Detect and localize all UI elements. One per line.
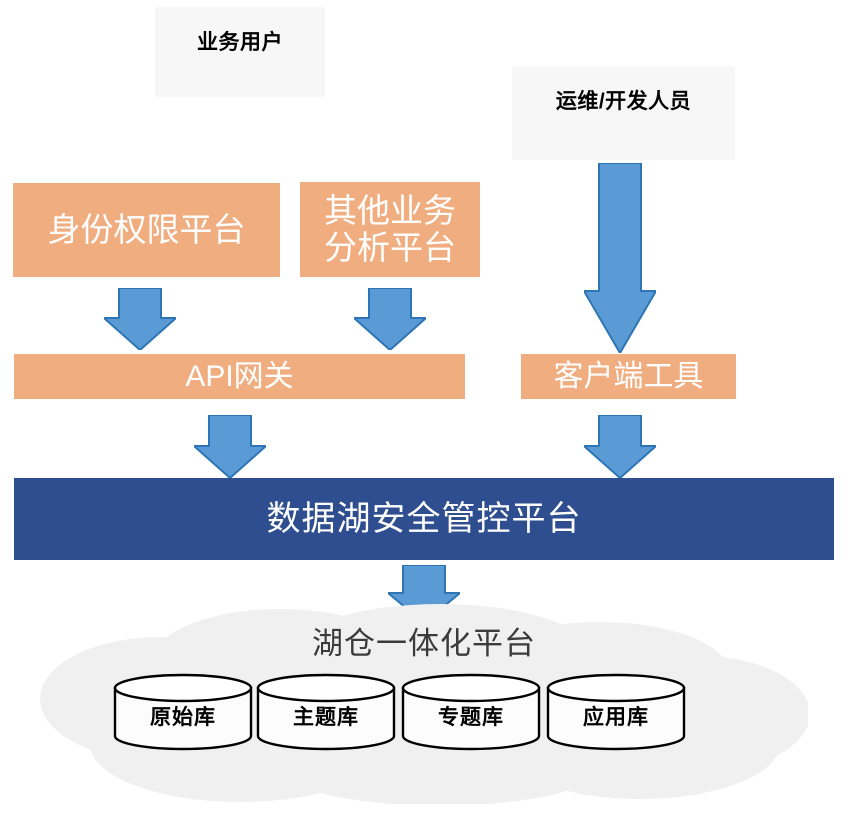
arrow-opsdev-to-client-tools [584, 163, 656, 353]
arrow-analytics-to-api-gateway [354, 288, 426, 350]
core-platform-label: 数据湖安全管控平台 [266, 499, 582, 538]
database-cylinder-topic: 专题库 [401, 673, 541, 751]
actor-label-ops-dev: 运维/开发人员 [555, 90, 692, 114]
platform-label-other-analytics-line2: 分析平台 [324, 228, 456, 266]
platform-box-other-analytics: 其他业务 分析平台 [300, 182, 480, 277]
platform-label-identity-permission: 身份权限平台 [47, 210, 246, 248]
database-label-raw: 原始库 [150, 706, 216, 729]
database-cylinder-application: 应用库 [546, 673, 686, 751]
database-label-topic: 专题库 [438, 706, 504, 729]
database-label-subject: 主题库 [293, 706, 359, 729]
gateway-box-api-gateway: API网关 [14, 354, 465, 399]
database-cylinder-subject: 主题库 [256, 673, 396, 751]
arrow-identity-to-api-gateway [104, 288, 176, 350]
arrow-client-tools-to-core-platform [584, 415, 656, 478]
gateway-label-client-tools: 客户端工具 [553, 359, 704, 393]
database-cylinder-raw: 原始库 [113, 673, 253, 751]
lakehouse-title: 湖仓一体化平台 [0, 628, 848, 659]
actor-box-ops-dev: 运维/开发人员 [512, 66, 735, 160]
database-label-application: 应用库 [583, 706, 649, 729]
actor-label-business-user: 业务用户 [197, 31, 283, 55]
gateway-box-client-tools: 客户端工具 [521, 354, 736, 399]
platform-label-other-analytics-line1: 其他业务 [324, 191, 456, 229]
platform-box-identity-permission: 身份权限平台 [13, 183, 280, 277]
core-platform-bar: 数据湖安全管控平台 [14, 478, 834, 560]
arrow-api-gateway-to-core-platform [194, 415, 266, 478]
lakehouse-title-text: 湖仓一体化平台 [312, 626, 536, 661]
actor-box-business-user: 业务用户 [155, 7, 325, 97]
gateway-label-api-gateway: API网关 [185, 359, 294, 393]
